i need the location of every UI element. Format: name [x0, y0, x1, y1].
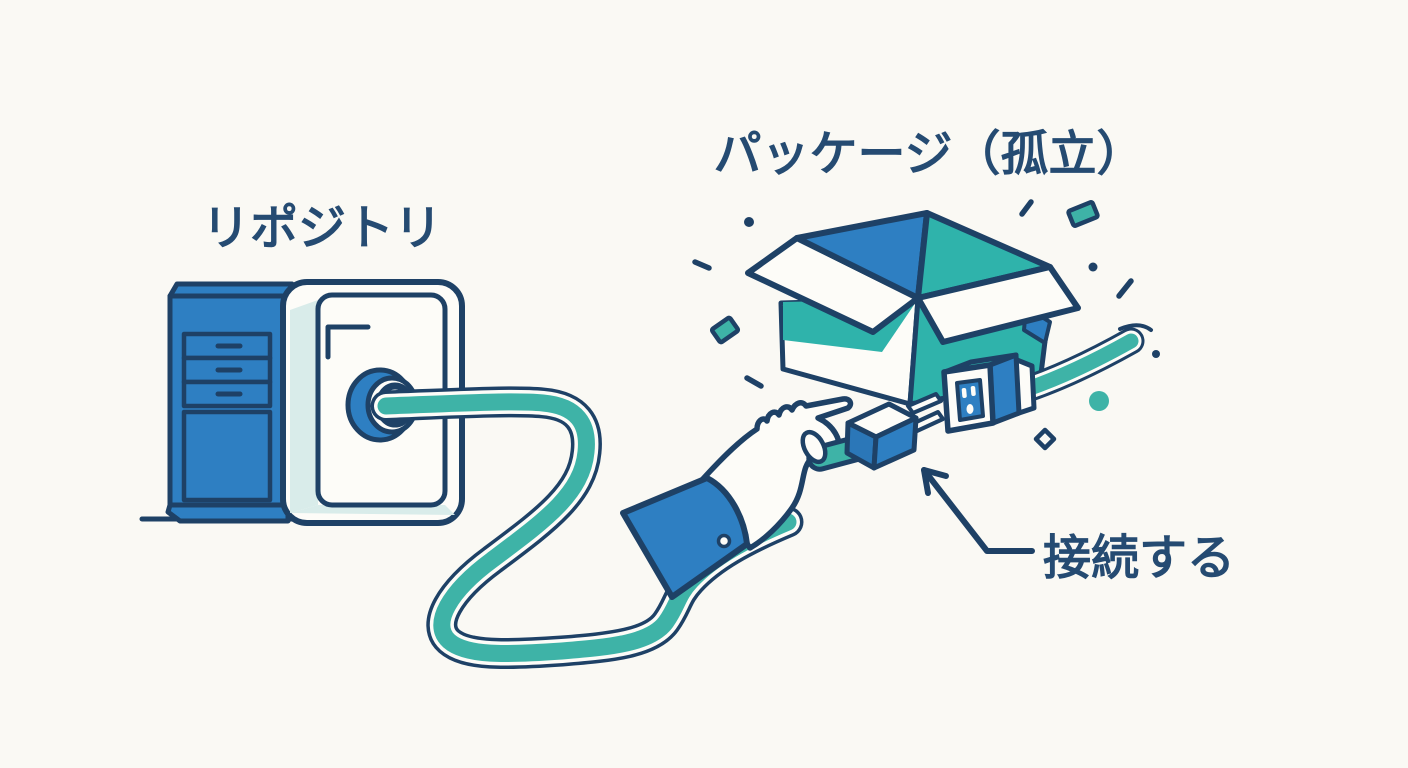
outlet-slot-right [970, 385, 976, 396]
outlet-slot-left [961, 387, 967, 398]
panel-bevel-left [290, 300, 318, 513]
cable-end-flick [1118, 323, 1153, 332]
confetti [692, 199, 1160, 451]
confetti-dot-3 [1152, 350, 1160, 358]
tower-base [165, 502, 291, 524]
hand-with-cuff [620, 396, 880, 600]
arrow-head [921, 467, 949, 496]
server-tower-icon [165, 281, 295, 524]
tower-lower-panel [181, 409, 273, 503]
sleeve-cuff [620, 475, 750, 600]
connect-label: 接続する [1043, 530, 1235, 586]
plug-right-face [871, 415, 919, 471]
arrow-shaft [921, 467, 1035, 554]
confetti-dot-2 [1088, 262, 1098, 272]
confetti-dash-2 [744, 375, 764, 389]
repository-label: リポジトリ [202, 200, 442, 256]
confetti-diamond-teal [709, 315, 741, 345]
power-plug-icon [844, 392, 945, 471]
box-right-flap [915, 264, 1081, 345]
confetti-rect-teal [1066, 200, 1100, 228]
confetti-diamond-outline [1033, 427, 1057, 451]
panel-corner-mark [325, 324, 371, 360]
power-cable [370, 386, 804, 670]
outlet-ground-hole [966, 404, 974, 414]
package-label: パッケージ（孤立） [713, 126, 1144, 182]
power-outlet-icon [941, 352, 1037, 434]
cuff-button [716, 533, 732, 549]
confetti-dash-3 [1019, 199, 1034, 217]
confetti-dash-1 [692, 259, 712, 271]
confetti-dot-teal [1089, 391, 1109, 411]
confetti-dot-1 [744, 217, 754, 227]
thumb [800, 429, 828, 465]
annotation-arrow-icon [921, 467, 1035, 554]
plug-prong-top [906, 392, 943, 415]
cable-core [377, 393, 797, 663]
confetti-dash-4 [1116, 278, 1134, 299]
